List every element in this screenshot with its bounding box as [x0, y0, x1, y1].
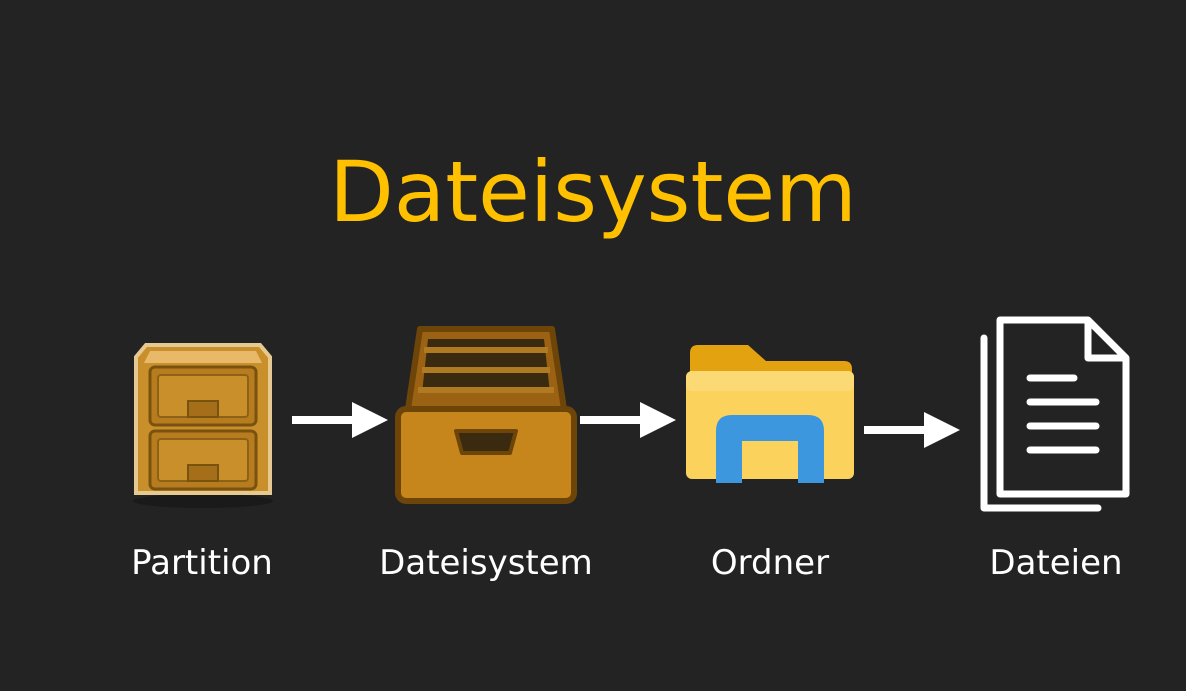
step-label-dateisystem: Dateisystem — [379, 543, 593, 583]
arrow-1 — [292, 402, 388, 438]
arrow-3 — [864, 412, 960, 448]
step-label-ordner: Ordner — [710, 543, 830, 583]
drawer-icon — [395, 326, 577, 504]
file-explorer-folder-icon — [686, 345, 854, 483]
arrow-2 — [580, 402, 676, 438]
documents-icon — [980, 316, 1130, 512]
file-cabinet-icon — [133, 343, 273, 508]
step-label-dateien: Dateien — [989, 543, 1123, 583]
diagram-title: Dateisystem — [329, 143, 857, 241]
step-label-partition: Partition — [131, 543, 273, 583]
